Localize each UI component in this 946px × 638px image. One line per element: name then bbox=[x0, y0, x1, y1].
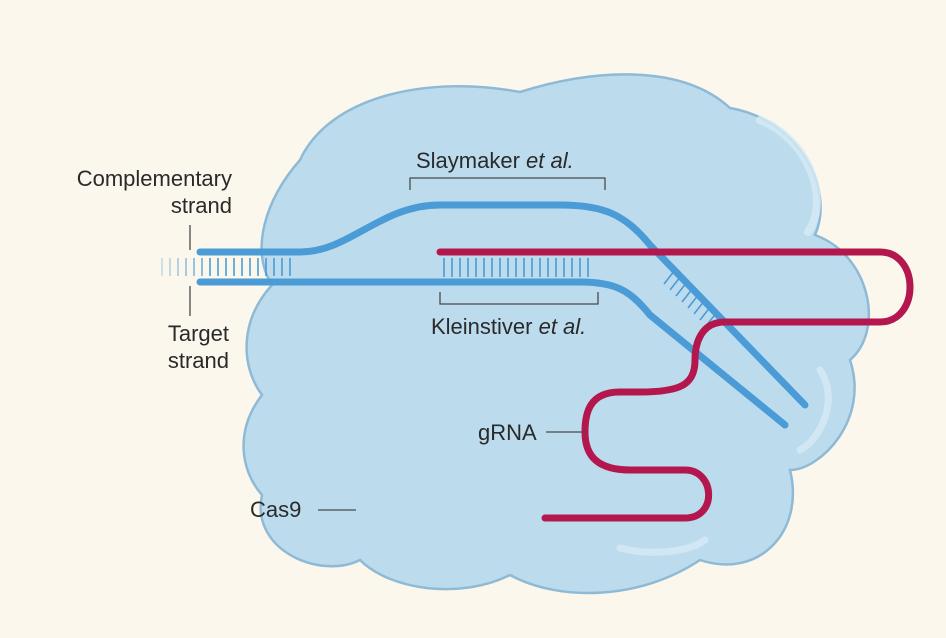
left-duplex-base-pairs bbox=[161, 258, 291, 276]
complementary-label-line1: Complementary bbox=[76, 166, 232, 191]
grna-target-base-pairs bbox=[443, 258, 589, 277]
cas9-label: Cas9 bbox=[250, 496, 301, 523]
grna-label: gRNA bbox=[478, 419, 537, 446]
slaymaker-bracket bbox=[409, 177, 606, 190]
kleinstiver-name: Kleinstiver bbox=[431, 314, 539, 339]
grna-strand bbox=[436, 248, 914, 522]
cas9-protein-body bbox=[242, 73, 871, 595]
target-strand bbox=[196, 278, 789, 429]
cas9-text: Cas9 bbox=[250, 497, 302, 522]
cas9-highlight-3 bbox=[616, 536, 709, 556]
complementary-label-line2: strand bbox=[170, 193, 232, 218]
kleinstiver-bracket bbox=[439, 292, 599, 305]
cas9-highlight-2 bbox=[796, 366, 832, 454]
target-label-line2: strand bbox=[167, 348, 229, 373]
right-duplex-base-pairs bbox=[663, 269, 718, 327]
kleinstiver-label: Kleinstiver et al. bbox=[431, 313, 586, 340]
grna-text: gRNA bbox=[478, 420, 537, 445]
slaymaker-name: Slaymaker bbox=[416, 148, 527, 173]
slaymaker-etal: et al. bbox=[526, 148, 574, 173]
complementary-strand bbox=[196, 201, 809, 409]
cas9-highlight bbox=[756, 116, 821, 236]
complementary-strand-label: Complementary strand bbox=[77, 165, 232, 219]
target-label-line1: Target bbox=[167, 321, 229, 346]
target-strand-label: Target strand bbox=[168, 320, 229, 374]
slaymaker-label: Slaymaker et al. bbox=[416, 147, 574, 174]
kleinstiver-etal: et al. bbox=[538, 314, 587, 339]
